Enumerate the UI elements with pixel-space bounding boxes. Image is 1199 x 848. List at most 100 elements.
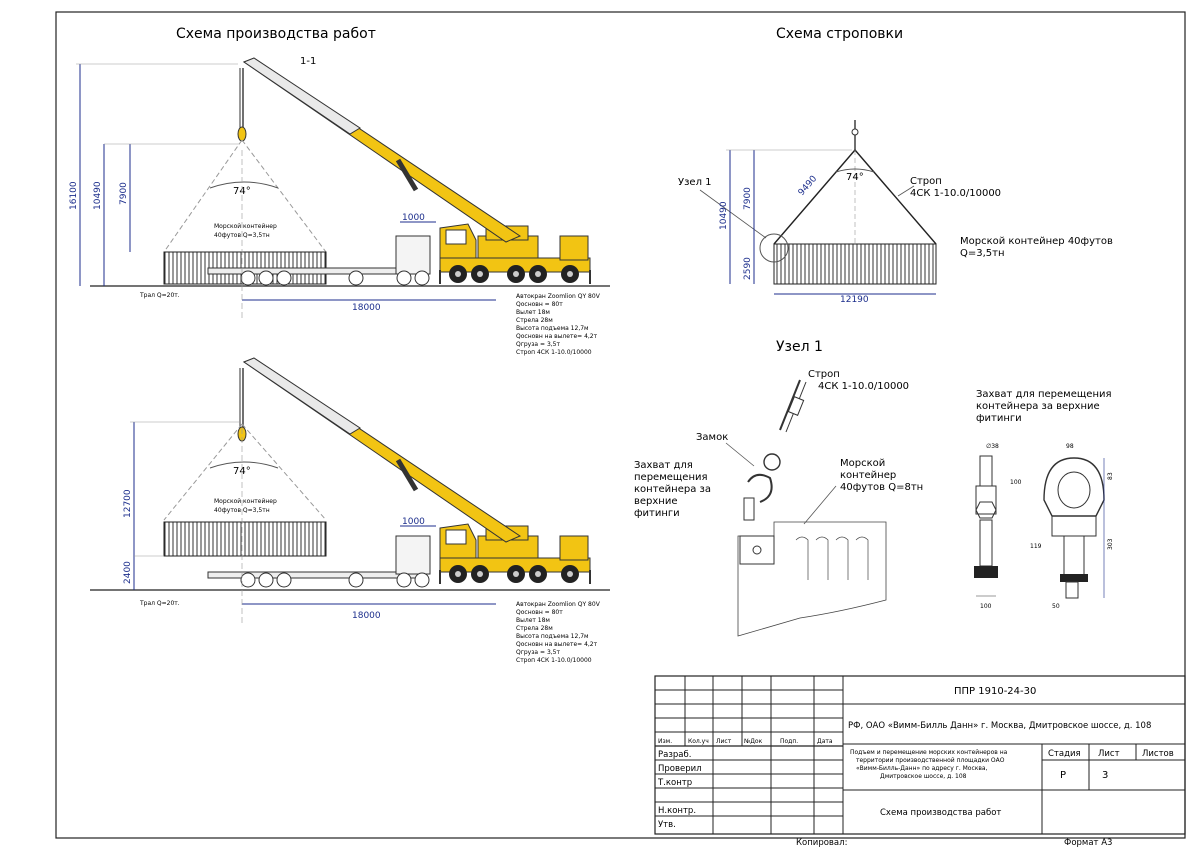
grip-dim: 98 [1066,443,1074,450]
stage-label: Стадия [1048,749,1081,759]
description-line: территории производственной площадки ОАО [856,757,1005,764]
spec-line: Вылет 18м [516,617,550,624]
dim-total-2: 12700 [123,489,133,518]
spec-line: Qосновн на вылете= 4,2т [516,333,598,340]
header-cell: Кол.уч [688,738,709,745]
slinging-title: Схема строповки [776,26,903,42]
dim-total-1: 16100 [69,181,79,210]
slinging-container-label-1: Морской контейнер 40футов [960,236,1113,247]
copied-label: Копировал: [796,838,847,848]
header-cell: Дата [817,738,833,745]
header-cell: Подп. [780,738,798,745]
grip-dim: 83 [1107,472,1114,480]
grip-detail-title-3: фитинги [976,413,1022,424]
role-cell: Утв. [658,820,676,830]
sheet-value: 3 [1102,770,1108,781]
header-cell: Лист [716,738,732,745]
dim-1000-2: 1000 [402,517,425,527]
format-label: Формат А3 [1064,838,1112,848]
dim-2590-sling: 2590 [743,257,753,280]
grip-dim: 119 [1030,543,1042,550]
spec-line: Строп 4СК 1-10.0/10000 [516,657,592,664]
sheet-title: Схема производства работ [880,808,1001,818]
grip-detail-title-2: контейнера за верхние [976,401,1100,412]
grip-line: фитинги [634,508,680,519]
slinging-container [773,243,937,285]
title-block [654,675,1186,835]
slinging-angle: 74° [846,172,864,183]
spec-line: Автокран Zoomlion QY 80V [516,601,601,608]
trailer-label-2: Трал Q=20т. [139,600,180,607]
dim-10490-sling: 10490 [719,201,729,230]
grip-line: верхние [634,496,678,507]
dim-7900-sling: 7900 [743,187,753,210]
role-cell: Разраб. [658,750,691,760]
grip-dim: 303 [1107,538,1114,550]
grip-label: Захват для перемещения контейнера за вер… [634,460,711,519]
spec-line: Qосновн на вылете= 4,2т [516,641,598,648]
lock-label: Замок [696,432,728,443]
sling-angle-2: 74° [233,466,251,477]
work-scheme-title: Схема производства работ [176,26,376,42]
spec-line: Qосновн = 80т [516,609,563,616]
container-2 [163,521,327,557]
customer-line: РФ, ОАО «Вимм-Билль Данн» г. Москва, Дми… [848,721,1151,731]
sling-label-1: Строп [910,176,942,187]
spec-line: Высота подъема 12,7м [516,325,589,332]
description-line: Дмитровское шоссе, д. 108 [880,773,967,780]
section-label: 1-1 [300,56,316,67]
node-container-label: Морской контейнер 40футов Q=8тн [840,458,923,493]
dim-lift-1: 10490 [93,181,103,210]
grip-detail-title-1: Захват для перемещения [976,389,1112,400]
header-cell: Изм. [658,738,672,745]
work-scheme-1: Схема производства работ 1-1 74° Морской… [0,0,610,356]
dim-hook-1: 7900 [119,182,129,205]
node-title: Узел 1 [776,339,823,355]
role-cell: Т.контр [657,778,692,788]
spec-line: Строп 4СК 1-10.0/10000 [516,349,592,356]
grip-dim: ∅38 [986,443,999,450]
trailer-label-1: Трал Q=20т. [139,292,180,299]
spec-line: Qосновн = 80т [516,301,563,308]
container-label-2a: Морской контейнер [214,498,277,505]
dim-1000-1: 1000 [402,213,425,223]
node-container-line: 40футов Q=8тн [840,482,923,493]
crane-specs-1: Автокран Zoomlion QY 80V Qосновн = 80т В… [516,293,601,356]
spec-line: Автокран Zoomlion QY 80V [516,293,601,300]
role-cell: Н.контр. [658,806,696,816]
work-scheme-2: 74° Морской контейнер 40футов Q=3,5тн 12… [0,300,610,664]
grip-line: перемещения [634,472,708,483]
doc-code: ППР 1910-24-30 [954,686,1036,697]
spec-line: Стрела 28м [516,317,553,324]
stage-value: Р [1060,770,1066,781]
sheet-label: Лист [1098,749,1120,759]
title-block-text: ППР 1910-24-30 РФ, ОАО «Вимм-Билль Данн»… [657,686,1174,830]
grip-dim: 100 [980,603,992,610]
node-container-line: контейнер [840,470,896,481]
crane-specs-2: Автокран Zoomlion QY 80V Qосновн = 80т В… [516,601,601,664]
spec-line: Qгруза = 3,5т [516,649,560,656]
role-cell: Проверил [658,764,702,774]
crane-1-drawing [0,0,590,284]
sheets-label: Листов [1142,749,1174,759]
spec-line: Стрела 28м [516,625,553,632]
grip-dim: 50 [1052,603,1060,610]
dim-18000-2: 18000 [352,611,381,621]
container-label-1a: Морской контейнер [214,223,277,230]
node-sling-label-1: Строп [808,369,840,380]
header-cell: №Док [744,738,763,745]
node-container-line: Морской [840,458,885,469]
grip-detail: Захват для перемещения контейнера за вер… [974,389,1114,610]
sheet-frame [55,11,1186,839]
spec-line: Вылет 18м [516,309,550,316]
spec-line: Высота подъема 12,7м [516,633,589,640]
slinging-container-label-2: Q=3,5тн [960,248,1005,259]
grip-line: Захват для [634,460,693,471]
slinging-scheme: Схема строповки 74° 9490 Узел 1 10490 79… [678,26,1113,305]
dim-2400-2: 2400 [123,561,133,584]
node-sling-label-2: 4СК 1-10.0/10000 [818,381,909,392]
dim-12190: 12190 [840,295,869,305]
node-1-detail: Узел 1 Строп 4СК 1-10.0/10000 Замок Захв… [634,339,923,637]
grip-line: контейнера за [634,484,711,495]
